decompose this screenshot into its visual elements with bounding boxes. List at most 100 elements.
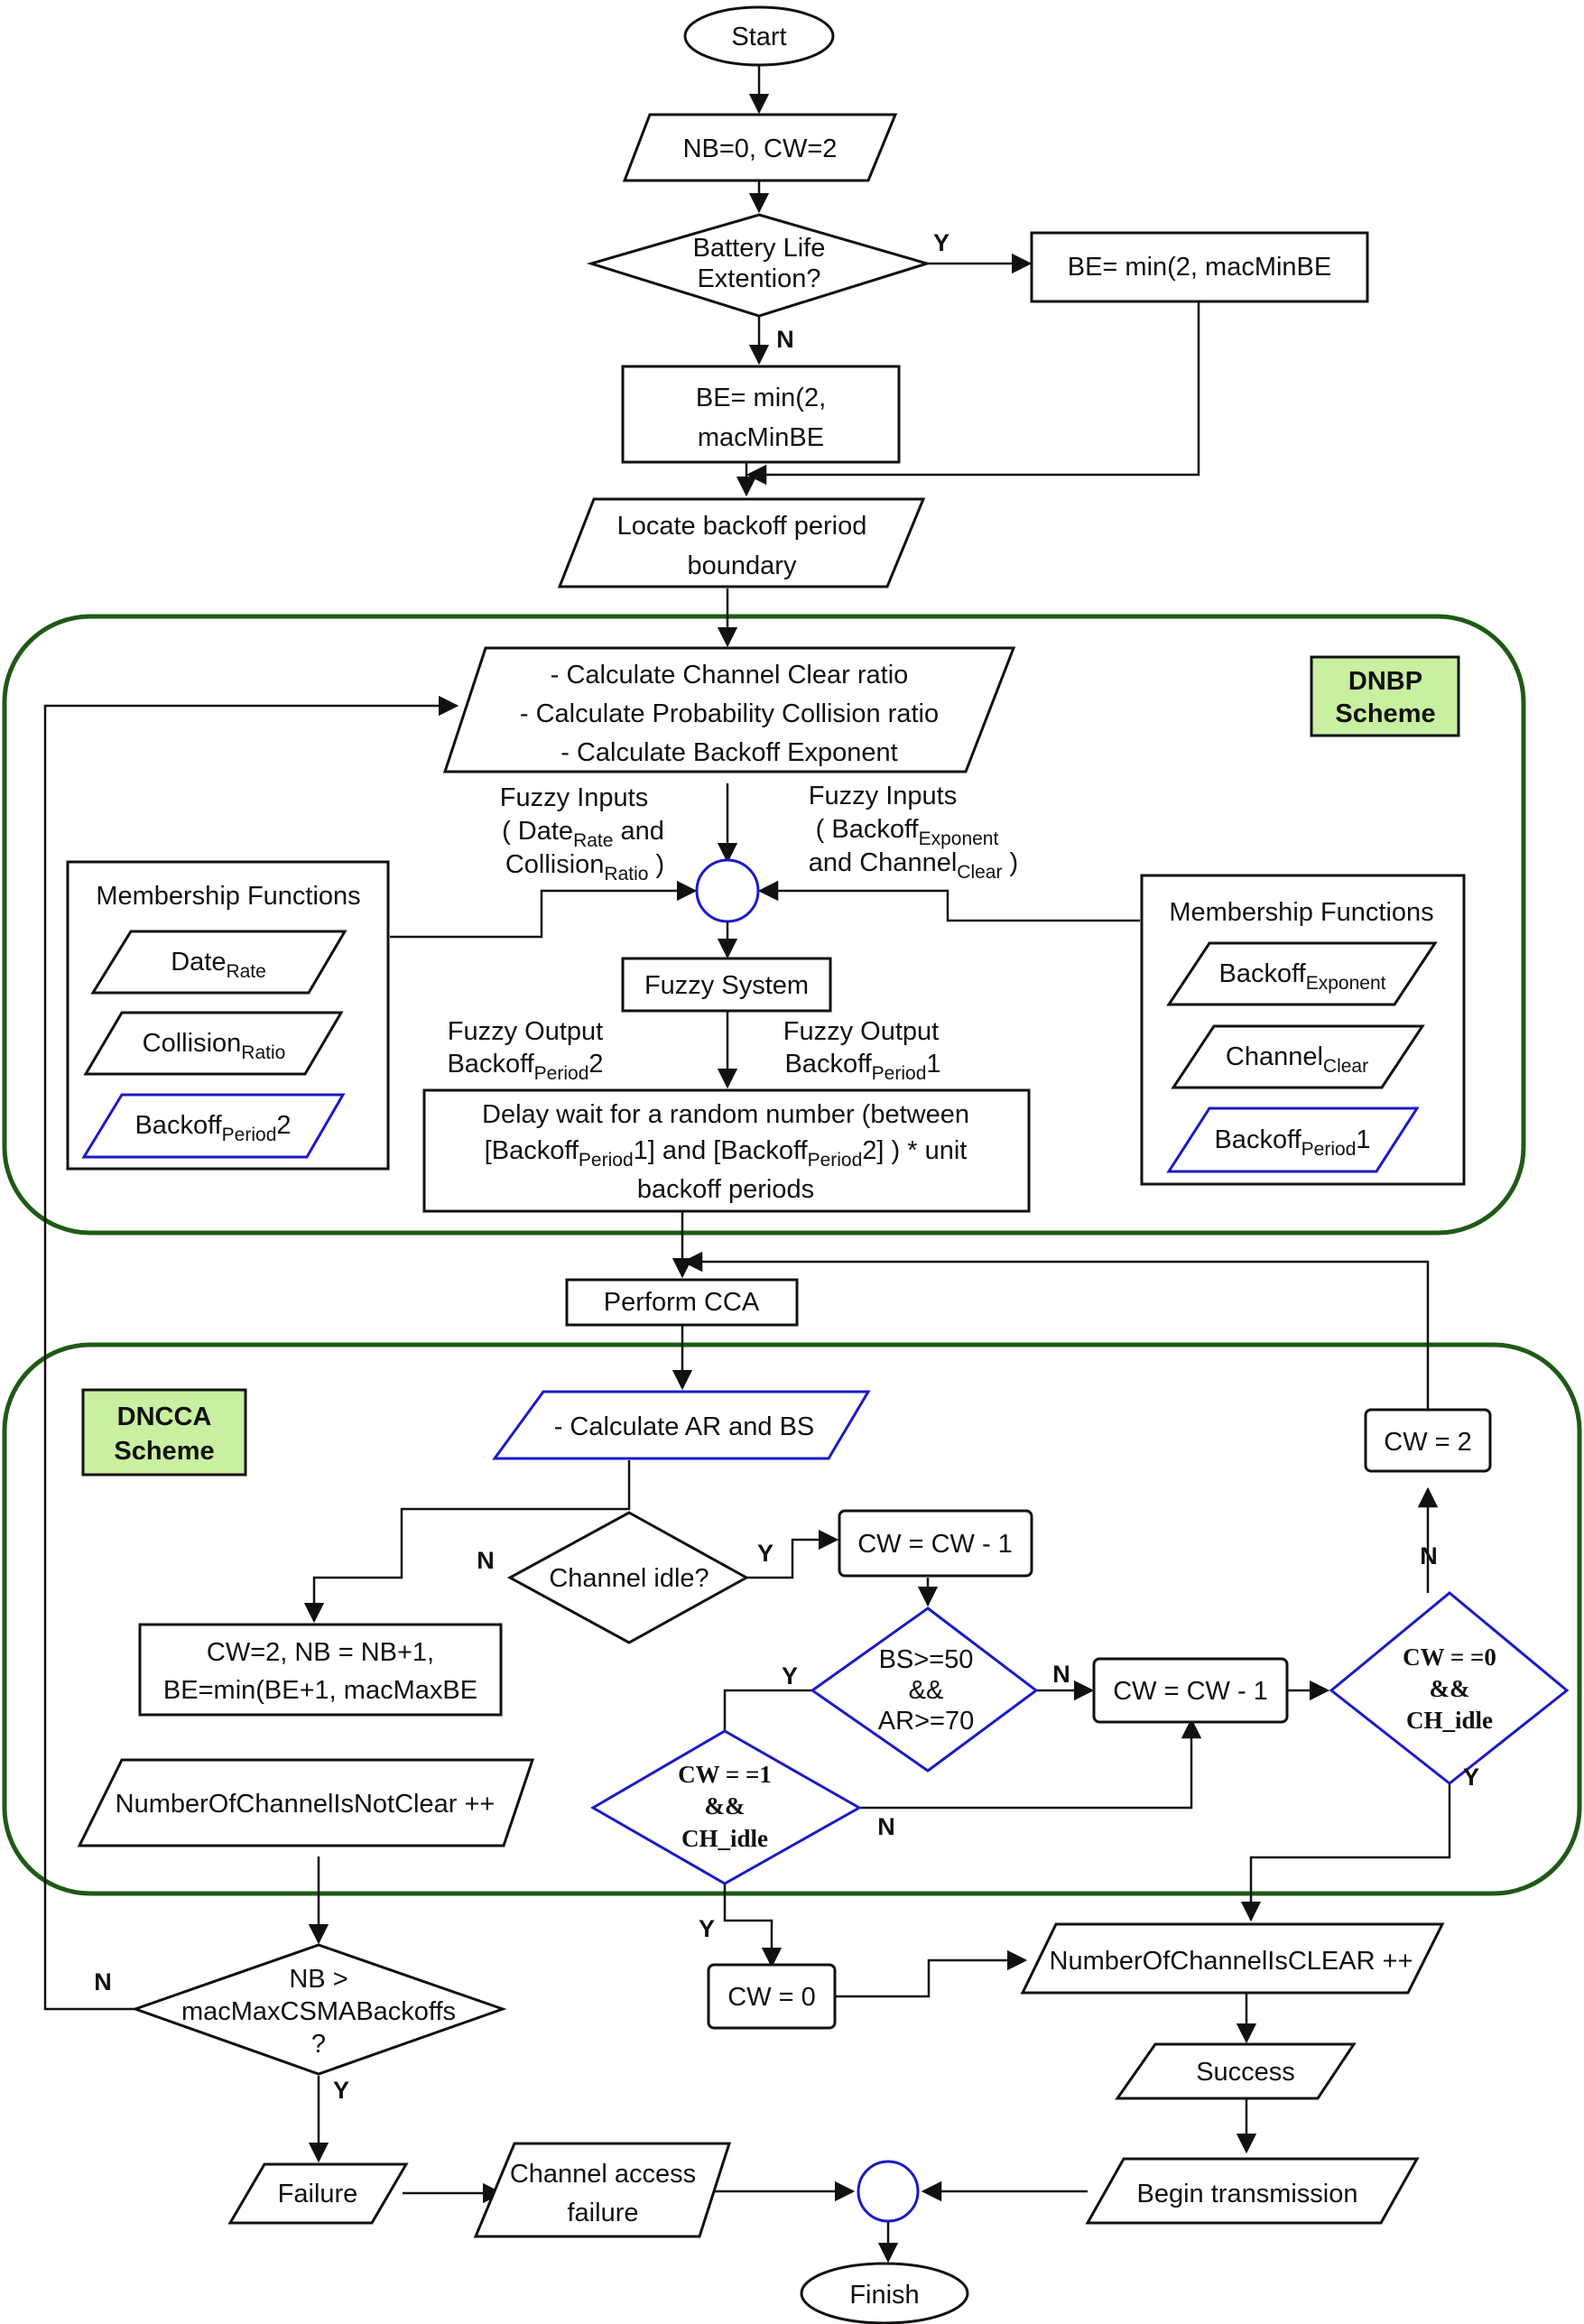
- calc-line-2: - Calculate Probability Collision ratio: [520, 699, 939, 728]
- edge-label-cw1-n: N: [877, 1813, 895, 1840]
- access-failure-io: [473, 2142, 732, 2238]
- success-io: [1115, 2042, 1357, 2100]
- be-yes-label: BE= min(2, macMinBE: [1068, 253, 1332, 282]
- battery-label-2: Extention?: [697, 264, 820, 293]
- be-no-label-2: macMinBE: [698, 423, 824, 452]
- mf-right-item-3: [1166, 1106, 1420, 1173]
- calc-line-1: - Calculate Channel Clear ratio: [551, 661, 909, 690]
- nb-check-decision: [131, 1943, 507, 2076]
- battery-decision: [586, 213, 932, 318]
- edge-label-cw1-y: Y: [699, 1915, 715, 1942]
- cw-2-reset-box: [1364, 1408, 1492, 1473]
- cw-minus-1-mid-label: CW = CW - 1: [1113, 1677, 1268, 1706]
- mf-left-item-3: [81, 1093, 346, 1159]
- finish-terminal: [800, 2262, 969, 2324]
- perform-cca-box: [565, 1278, 799, 1327]
- fuzzy-inputs-right-2: ( BackoffExponent: [816, 815, 999, 849]
- start-label: Start: [731, 23, 786, 51]
- mf-right-item-1: [1166, 941, 1438, 1006]
- connectors: [43, 65, 1451, 2264]
- fuzzy-inputs-left-1: Fuzzy Inputs: [500, 783, 648, 812]
- cw-2-reset-label: CW = 2: [1384, 1428, 1472, 1457]
- cw0-line-2: &&: [1430, 1675, 1470, 1702]
- fuzzy-output-left-1: Fuzzy Output: [448, 1017, 603, 1046]
- mf-left-title: Membership Functions: [96, 882, 360, 911]
- dnbp-region: [2, 614, 1526, 1236]
- fuzzy-summing-junction: [695, 858, 760, 923]
- is-clear-label: NumberOfChannelIsCLEAR ++: [1050, 1947, 1413, 1976]
- mf-left-item-2-label: CollisionRatio: [143, 1029, 286, 1063]
- cw0-line-1: CW = =0: [1403, 1643, 1496, 1671]
- edge-label-battery-y: Y: [933, 229, 949, 256]
- mf-right-item-3-label: BackoffPeriod1: [1214, 1125, 1370, 1160]
- be-yes-box: [1030, 231, 1369, 303]
- calc-ar-bs-io: [492, 1390, 871, 1460]
- edge-label-idle-y: Y: [757, 1540, 773, 1567]
- mf-left-item-2: [83, 1011, 344, 1076]
- cw-minus-1-top-label: CW = CW - 1: [857, 1530, 1013, 1559]
- fuzzy-inputs-left-2: ( DateRate and: [502, 817, 664, 851]
- cw-minus-1-mid-box: [1092, 1657, 1289, 1724]
- mf-right-title: Membership Functions: [1169, 898, 1433, 927]
- access-failure-line-2: failure: [568, 2199, 639, 2227]
- dncca-scheme-label-1: DNCCA: [117, 1403, 212, 1431]
- battery-label-1: Battery Life: [693, 234, 826, 263]
- dncca-scheme-label-2: Scheme: [114, 1437, 214, 1466]
- edge-label-bsar-y: Y: [782, 1662, 798, 1690]
- fuzzy-inputs-right-1: Fuzzy Inputs: [809, 782, 957, 810]
- fuzzy-system-label: Fuzzy System: [644, 971, 809, 1000]
- dnbp-scheme-label-1: DNBP: [1348, 667, 1422, 696]
- cw-0-label: CW = 0: [727, 1983, 816, 2012]
- not-clear-io: [77, 1758, 535, 1847]
- locate-label-1: Locate backoff period: [617, 512, 867, 541]
- delay-box: [422, 1088, 1031, 1213]
- fuzzy-inputs-left-3: CollisionRatio ): [505, 850, 664, 884]
- be-no-box: [621, 365, 901, 464]
- cw1-line-1: CW = =1: [678, 1761, 772, 1788]
- mf-left-item-1: [90, 930, 347, 995]
- bs-ar-line-1: BS>=50: [879, 1645, 974, 1674]
- failure-io: [227, 2162, 409, 2225]
- mf-left-item-3-label: BackoffPeriod2: [134, 1111, 291, 1145]
- fuzzy-inputs-right-3: and ChannelClear ): [809, 848, 1018, 883]
- locate-label-2: boundary: [688, 551, 797, 580]
- edge-label-bsar-n: N: [1052, 1661, 1070, 1688]
- locate-io: [557, 497, 926, 588]
- success-label: Success: [1196, 2058, 1295, 2087]
- mf-left-item-1-label: DateRate: [171, 948, 266, 982]
- cw-minus-1-top-box: [838, 1509, 1033, 1578]
- cw-0-box: [707, 1963, 837, 2030]
- dncca-scheme-label-box: [81, 1388, 247, 1477]
- delay-line-3: backoff periods: [637, 1175, 814, 1204]
- failure-label: Failure: [278, 2180, 358, 2208]
- cw0-line-3: CH_idle: [1406, 1707, 1493, 1734]
- dnbp-scheme-label-2: Scheme: [1335, 699, 1435, 728]
- nb-update-line-2: BE=min(BE+1, macMaxBE: [163, 1676, 477, 1705]
- edge-label-cw0-n: N: [1420, 1542, 1438, 1569]
- mf-right-item-1-label: BackoffExponent: [1219, 959, 1386, 994]
- perform-cca-label: Perform CCA: [604, 1288, 760, 1317]
- access-failure-line-1: Channel access: [510, 2160, 696, 2189]
- calc-ratios-io: [442, 646, 1016, 773]
- not-clear-label: NumberOfChannelIsNotClear ++: [116, 1790, 496, 1819]
- fuzzy-output-right-2: BackoffPeriod1: [784, 1050, 940, 1084]
- start-terminal: [683, 5, 835, 67]
- nb-update-line-1: CW=2, NB = NB+1,: [207, 1638, 434, 1667]
- merge-junction: [857, 2160, 920, 2223]
- be-no-label-1: BE= min(2,: [696, 384, 826, 412]
- fuzzy-output-right-1: Fuzzy Output: [783, 1017, 939, 1046]
- cw0-decision: [1329, 1591, 1570, 1785]
- bs-ar-line-2: &&: [909, 1676, 944, 1705]
- edge-label-battery-n: N: [776, 326, 794, 353]
- channel-idle-label: Channel idle?: [549, 1564, 709, 1593]
- bs-ar-decision: [810, 1606, 1039, 1773]
- fuzzy-output-left-2: BackoffPeriod2: [447, 1050, 603, 1084]
- cw1-line-3: CH_idle: [681, 1825, 768, 1852]
- begin-tx-label: Begin transmission: [1137, 2180, 1358, 2208]
- init-label: NB=0, CW=2: [683, 134, 838, 163]
- edge-label-nbcheck-y: Y: [333, 2077, 349, 2104]
- is-clear-io: [1020, 1922, 1445, 1995]
- edge-label-cw0-y: Y: [1463, 1764, 1479, 1791]
- nb-check-line-1: NB >: [289, 1965, 347, 1994]
